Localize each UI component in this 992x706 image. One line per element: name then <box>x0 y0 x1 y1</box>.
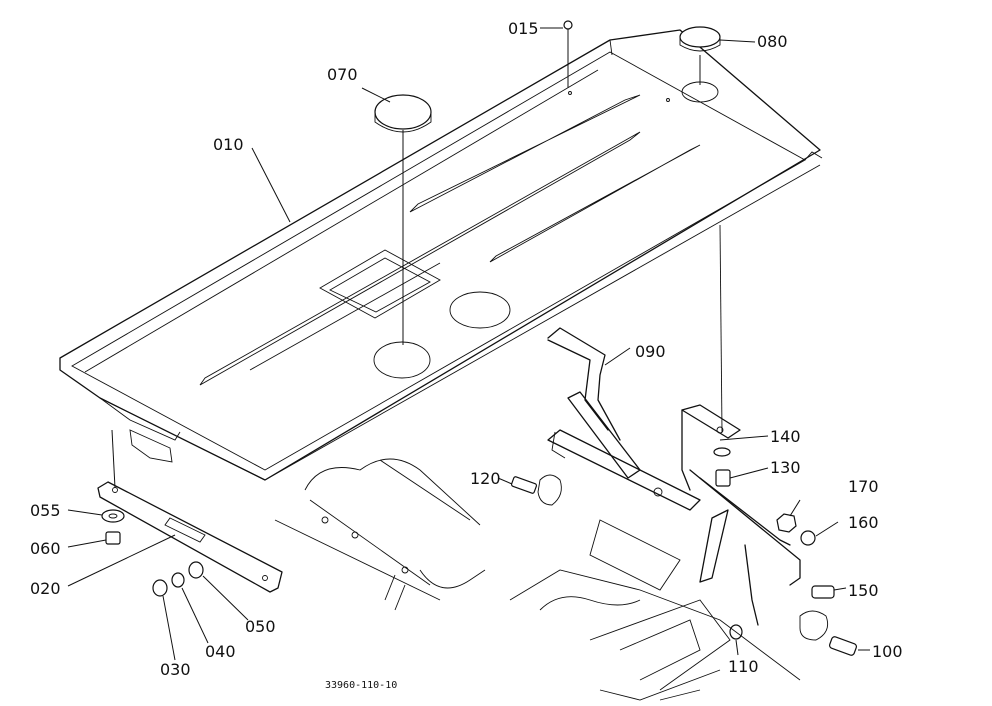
frame-phantom <box>509 519 801 701</box>
label-050: 050 <box>245 617 276 636</box>
bolt-100 <box>799 610 858 656</box>
bracket-090 <box>547 327 701 511</box>
figure-code: 33960-110-10 <box>325 680 397 691</box>
label-010: 010 <box>213 135 244 154</box>
label-020: 020 <box>30 579 61 598</box>
leader-lines <box>67 27 870 661</box>
label-140: 140 <box>770 427 801 446</box>
plug-080 <box>679 26 721 85</box>
pin-015 <box>563 20 573 88</box>
bolt-130 <box>715 469 731 487</box>
label-120: 120 <box>470 469 501 488</box>
bolt-150 <box>811 585 835 599</box>
label-015: 015 <box>508 19 539 38</box>
washer-050 <box>188 561 204 579</box>
washer-140 <box>713 447 731 457</box>
bolt-060 <box>105 531 121 545</box>
part-labels: 015 080 070 010 090 140 130 120 170 160 … <box>30 19 903 691</box>
label-055: 055 <box>30 501 61 520</box>
label-160: 160 <box>848 513 879 532</box>
washer-160 <box>800 530 816 546</box>
label-110: 110 <box>728 657 759 676</box>
plug-070 <box>374 94 432 345</box>
floor-plate <box>59 29 823 481</box>
label-080: 080 <box>757 32 788 51</box>
muffler-phantom <box>274 458 486 611</box>
nut-030 <box>152 579 168 597</box>
label-090: 090 <box>635 342 666 361</box>
label-170: 170 <box>848 477 879 496</box>
washer-055 <box>101 509 125 523</box>
label-040: 040 <box>205 642 236 661</box>
nut-170 <box>776 513 797 533</box>
label-030: 030 <box>160 660 191 679</box>
washer-040 <box>171 572 185 588</box>
bolt-120 <box>510 474 562 506</box>
label-100: 100 <box>872 642 903 661</box>
label-070: 070 <box>327 65 358 84</box>
bar-020 <box>97 429 283 593</box>
label-150: 150 <box>848 581 879 600</box>
label-060: 060 <box>30 539 61 558</box>
bracket-stay <box>681 224 801 626</box>
label-130: 130 <box>770 458 801 477</box>
